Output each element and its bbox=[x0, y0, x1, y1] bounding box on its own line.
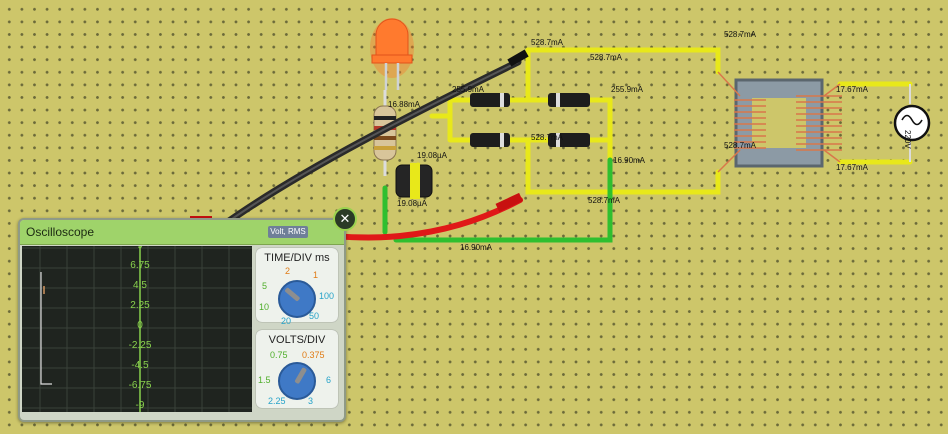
close-icon[interactable]: ✕ bbox=[333, 207, 357, 231]
capacitor-component[interactable] bbox=[395, 163, 433, 199]
volts-div-title: VOLTS/DIV bbox=[268, 334, 326, 346]
sine-wave-icon bbox=[901, 114, 923, 126]
volts-label: 2.25 bbox=[268, 396, 286, 406]
time-div-panel: TIME/DIV ms 2 1 5 100 10 50 20 bbox=[256, 248, 338, 326]
current-labels: 528.7mA 528.7mA 528.7mA 16.88mA 255.9mA … bbox=[388, 30, 869, 252]
time-label: 100 bbox=[319, 291, 335, 301]
label-top-left: 528.7mA bbox=[531, 38, 564, 47]
time-div-knob[interactable] bbox=[278, 280, 316, 318]
time-label: 5 bbox=[262, 281, 268, 291]
label-bottom-green: 16.90mA bbox=[460, 243, 493, 252]
y-label: 9 bbox=[110, 246, 170, 251]
volts-div-panel: VOLTS/DIV 0.75 0.375 1.5 6 2.25 3 bbox=[256, 330, 338, 408]
label-cap-bottom: 19.08µA bbox=[397, 199, 428, 208]
y-label: -2.25 bbox=[128, 340, 152, 351]
time-label: 20 bbox=[281, 316, 292, 326]
oscilloscope-title: Oscilloscope bbox=[26, 225, 95, 239]
y-label: -9 bbox=[135, 400, 145, 411]
green-wires[interactable] bbox=[382, 157, 613, 243]
ac-source[interactable]: 220V bbox=[893, 84, 931, 162]
time-label: 10 bbox=[259, 302, 270, 312]
label-top-mid: 528.7mA bbox=[590, 53, 623, 62]
label-source-top: 17.67mA bbox=[836, 85, 869, 94]
label-led: 16.88mA bbox=[388, 100, 421, 109]
y-label: 4.5 bbox=[133, 280, 147, 291]
red-probe-tip[interactable] bbox=[495, 192, 523, 213]
volts-div-knob[interactable] bbox=[278, 362, 316, 400]
y-label: 2.25 bbox=[130, 300, 150, 311]
label-transformer-left: 528.7mA bbox=[724, 141, 757, 150]
time-label: 2 bbox=[285, 266, 291, 276]
label-bottom-yellow: 528.7mA bbox=[588, 196, 621, 205]
volts-label: 0.75 bbox=[270, 350, 288, 360]
signal-trace bbox=[40, 272, 52, 385]
source-voltage-label: 220V bbox=[903, 130, 912, 149]
label-cap-left: 19.08µA bbox=[417, 151, 448, 160]
volts-label: 6 bbox=[326, 375, 332, 385]
label-diode-top-left: 255.9mA bbox=[452, 85, 485, 94]
volt-rms-button[interactable]: Volt, RMS bbox=[268, 226, 308, 238]
label-source-bottom: 17.67mA bbox=[836, 163, 869, 172]
label-diode-bottom: 528.7mA bbox=[531, 133, 564, 142]
volts-div-pointer bbox=[294, 367, 308, 385]
y-label: -6.75 bbox=[128, 380, 152, 391]
label-top-right: 528.7mA bbox=[724, 30, 757, 39]
time-div-title: TIME/DIV ms bbox=[264, 252, 330, 264]
volts-label: 0.375 bbox=[302, 350, 325, 360]
volts-label: 1.5 bbox=[258, 375, 271, 385]
volts-label: 3 bbox=[308, 396, 314, 406]
time-label: 1 bbox=[313, 270, 319, 280]
resistor-component[interactable] bbox=[373, 90, 397, 176]
time-div-pointer bbox=[284, 287, 301, 302]
transformer-component[interactable] bbox=[717, 71, 842, 173]
led-component[interactable] bbox=[370, 18, 414, 90]
y-label: -4.5 bbox=[131, 360, 149, 371]
oscilloscope-window[interactable]: Oscilloscope 9 6.75 4.5 2.25 0 -2.25 -4.… bbox=[18, 218, 346, 422]
y-label: 6.75 bbox=[130, 260, 150, 271]
y-label: 0 bbox=[137, 320, 143, 331]
time-label: 50 bbox=[309, 311, 320, 321]
label-right-node: 16.90mA bbox=[613, 156, 646, 165]
oscilloscope-grid bbox=[22, 246, 252, 412]
label-diode-top-right: 255.9mA bbox=[611, 85, 644, 94]
black-probe-tip[interactable] bbox=[507, 49, 529, 67]
diode-bridge[interactable] bbox=[470, 93, 590, 147]
black-probe-cable-highlight bbox=[221, 61, 519, 227]
oscilloscope-screen: 9 6.75 4.5 2.25 0 -2.25 -4.5 -6.75 -9 bbox=[22, 246, 252, 412]
